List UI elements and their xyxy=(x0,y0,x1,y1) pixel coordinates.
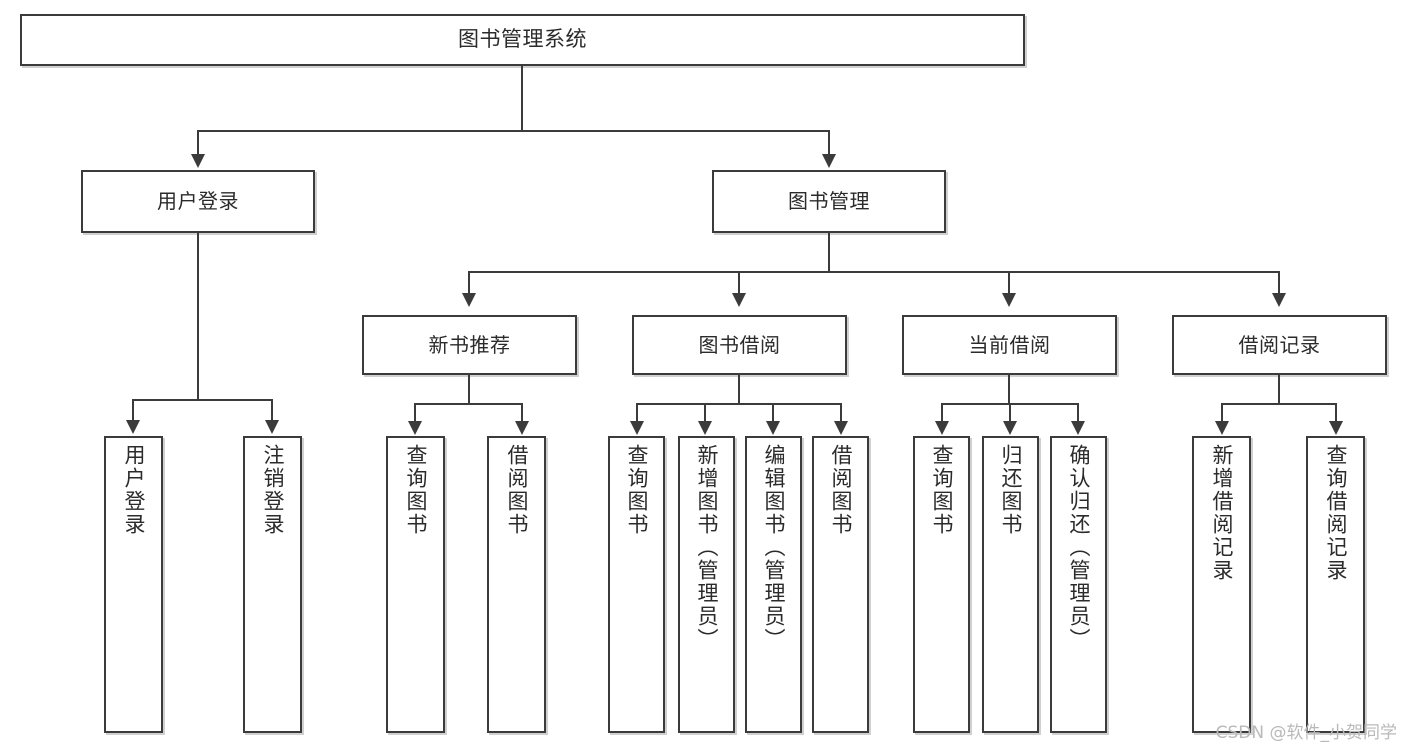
node-book-borrow-label: 图书借阅 xyxy=(698,332,781,357)
node-current-borrow-label: 当前借阅 xyxy=(968,332,1051,357)
arrowhead-borrow-record xyxy=(1272,293,1286,307)
node-book-borrow[interactable]: 图书借阅 xyxy=(632,315,847,375)
leaf-new-book-1[interactable]: 借阅图书 xyxy=(487,436,546,733)
arrowhead-leaf-new-book-1 xyxy=(515,421,529,435)
arrowhead-new-book xyxy=(462,293,476,307)
node-book-management[interactable]: 图书管理 xyxy=(712,170,946,233)
connector-root-to-user-login xyxy=(197,130,199,156)
arrowhead-leaf-borrow-record-1 xyxy=(1329,421,1343,435)
leaf-borrow-record-1-label: 查询借阅记录 xyxy=(1324,444,1348,582)
arrowhead-leaf-current-borrow-1 xyxy=(1003,421,1017,435)
node-user-login[interactable]: 用户登录 xyxy=(81,170,315,233)
node-new-book-recommend[interactable]: 新书推荐 xyxy=(362,315,577,375)
arrowhead-leaf-book-borrow-3 xyxy=(834,421,848,435)
leaf-borrow-record-1[interactable]: 查询借阅记录 xyxy=(1306,436,1365,733)
connector-book-borrow-leaf-2 xyxy=(772,403,774,423)
connector-book-mgmt-child-3 xyxy=(1278,271,1280,295)
arrowhead-leaf-current-borrow-2 xyxy=(1071,421,1085,435)
node-borrow-record[interactable]: 借阅记录 xyxy=(1172,315,1387,375)
connector-user-login-bus xyxy=(132,399,272,401)
leaf-book-borrow-0[interactable]: 查询图书 xyxy=(608,436,665,733)
arrowhead-book-mgmt xyxy=(822,154,836,168)
connector-user-login-stem xyxy=(197,233,199,401)
leaf-current-borrow-2-label: 确认归还（管理员） xyxy=(1067,444,1091,651)
connector-book-mgmt-child-0 xyxy=(468,271,470,295)
connector-user-login-leaf-0 xyxy=(132,399,134,422)
connector-borrow-record-stem xyxy=(1278,375,1280,405)
connector-root-to-book-mgmt xyxy=(828,130,830,156)
leaf-book-borrow-2-label: 编辑图书（管理员） xyxy=(762,444,786,651)
connector-current-borrow-leaf-2 xyxy=(1077,403,1079,423)
connector-new-book-leaf-0 xyxy=(414,403,416,423)
leaf-borrow-record-0-label: 新增借阅记录 xyxy=(1210,444,1234,582)
node-book-management-label: 图书管理 xyxy=(788,189,870,214)
connector-borrow-record-leaf-0 xyxy=(1221,403,1223,423)
connector-new-book-bus xyxy=(414,403,522,405)
arrowhead-user-login xyxy=(191,154,205,168)
connector-current-borrow-leaf-0 xyxy=(941,403,943,423)
csdn-watermark: CSDN @软件_小贺同学 xyxy=(1215,723,1397,743)
leaf-current-borrow-1-label: 归还图书 xyxy=(999,444,1023,536)
leaf-user-login-1[interactable]: 注销登录 xyxy=(243,436,302,733)
arrowhead-current-borrow xyxy=(1002,293,1016,307)
node-root[interactable]: 图书管理系统 xyxy=(20,14,1025,66)
connector-book-mgmt-child-2 xyxy=(1008,271,1010,295)
connector-book-mgmt-bus xyxy=(468,271,1280,273)
connector-current-borrow-stem xyxy=(1008,375,1010,405)
leaf-user-login-0[interactable]: 用户登录 xyxy=(104,436,163,733)
leaf-user-login-1-label: 注销登录 xyxy=(261,444,285,536)
arrowhead-leaf-book-borrow-1 xyxy=(698,421,712,435)
node-user-login-label: 用户登录 xyxy=(157,189,239,214)
leaf-book-borrow-2[interactable]: 编辑图书（管理员） xyxy=(745,436,802,733)
connector-new-book-leaf-1 xyxy=(521,403,523,423)
leaf-new-book-0-label: 查询图书 xyxy=(404,444,428,536)
node-current-borrow[interactable]: 当前借阅 xyxy=(902,315,1117,375)
leaf-current-borrow-1[interactable]: 归还图书 xyxy=(982,436,1039,733)
node-root-label: 图书管理系统 xyxy=(458,27,587,52)
connector-book-mgmt-child-1 xyxy=(738,271,740,295)
leaf-current-borrow-0[interactable]: 查询图书 xyxy=(913,436,970,733)
connector-user-login-leaf-1 xyxy=(271,399,273,422)
arrowhead-leaf-current-borrow-0 xyxy=(935,421,949,435)
connector-book-borrow-leaf-0 xyxy=(636,403,638,423)
arrowhead-leaf-book-borrow-0 xyxy=(630,421,644,435)
connector-borrow-record-leaf-1 xyxy=(1335,403,1337,423)
connector-current-borrow-leaf-1 xyxy=(1009,403,1011,423)
leaf-new-book-1-label: 借阅图书 xyxy=(505,444,529,536)
leaf-current-borrow-2[interactable]: 确认归还（管理员） xyxy=(1050,436,1107,733)
connector-root-bus xyxy=(197,130,829,132)
connector-borrow-record-bus xyxy=(1221,403,1336,405)
connector-book-borrow-leaf-1 xyxy=(704,403,706,423)
arrowhead-leaf-book-borrow-2 xyxy=(766,421,780,435)
node-borrow-record-label: 借阅记录 xyxy=(1238,332,1321,357)
connector-book-borrow-leaf-3 xyxy=(840,403,842,423)
leaf-book-borrow-1-label: 新增图书（管理员） xyxy=(695,444,719,651)
arrowhead-leaf-new-book-0 xyxy=(408,421,422,435)
arrowhead-book-borrow xyxy=(732,293,746,307)
leaf-user-login-0-label: 用户登录 xyxy=(122,444,146,536)
leaf-book-borrow-1[interactable]: 新增图书（管理员） xyxy=(678,436,735,733)
leaf-new-book-0[interactable]: 查询图书 xyxy=(386,436,445,733)
connector-new-book-stem xyxy=(468,375,470,405)
node-new-book-recommend-label: 新书推荐 xyxy=(428,332,511,357)
leaf-book-borrow-0-label: 查询图书 xyxy=(625,444,649,536)
arrowhead-leaf-user-login-0 xyxy=(126,420,140,434)
connector-book-borrow-stem xyxy=(738,375,740,405)
connector-book-borrow-bus xyxy=(636,403,841,405)
leaf-book-borrow-3[interactable]: 借阅图书 xyxy=(812,436,869,733)
leaf-borrow-record-0[interactable]: 新增借阅记录 xyxy=(1192,436,1251,733)
connector-root-stem xyxy=(521,66,523,130)
arrowhead-leaf-user-login-1 xyxy=(265,420,279,434)
leaf-current-borrow-0-label: 查询图书 xyxy=(930,444,954,536)
connector-book-mgmt-stem xyxy=(828,233,830,273)
arrowhead-leaf-borrow-record-0 xyxy=(1215,421,1229,435)
leaf-book-borrow-3-label: 借阅图书 xyxy=(829,444,853,536)
